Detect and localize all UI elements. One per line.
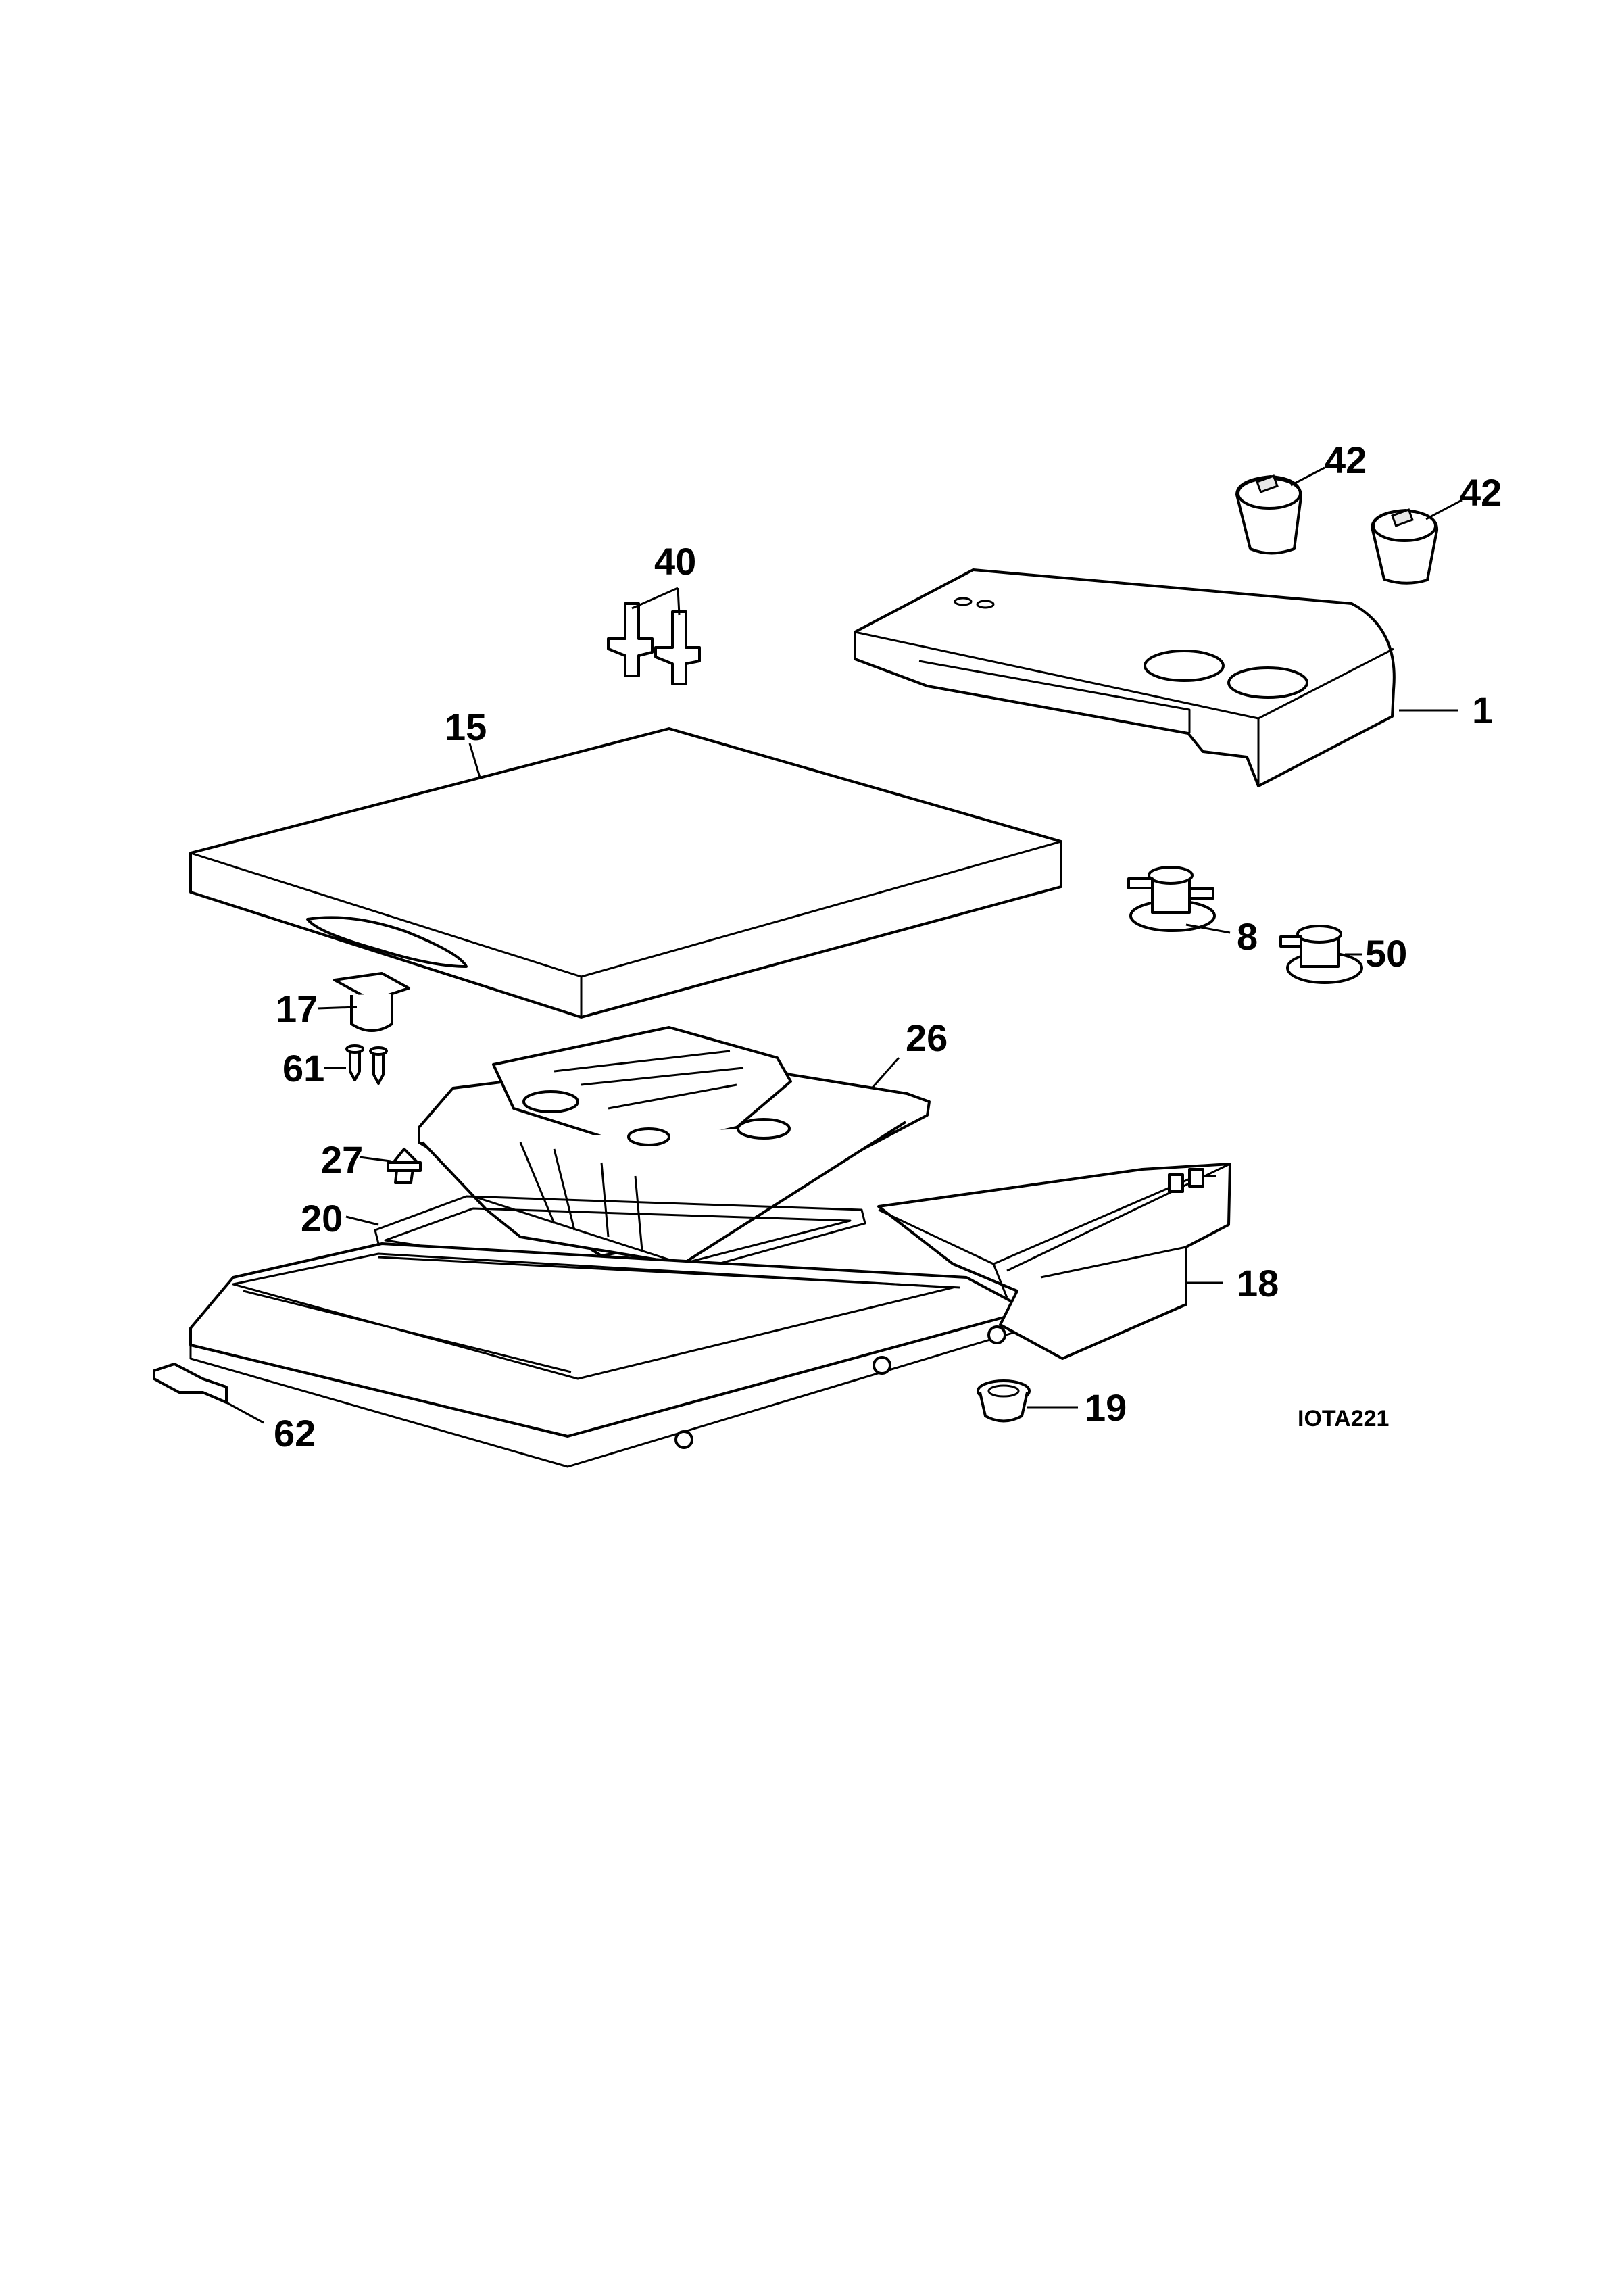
callout-61: 61	[282, 1047, 324, 1090]
part-18-drawer-channel	[877, 1163, 1231, 1360]
callout-40: 40	[654, 540, 696, 583]
callout-labels: 42 42 40 1 15 8 50 17 61 26 27 20 18 19 …	[274, 439, 1502, 1455]
part-40-clip-pair	[607, 602, 701, 685]
callout-27: 27	[321, 1138, 363, 1181]
callout-20: 20	[301, 1197, 343, 1240]
callout-19: 19	[1085, 1386, 1127, 1429]
callout-42-lower: 42	[1460, 471, 1502, 514]
callout-17: 17	[276, 987, 318, 1030]
part-8-valve	[1127, 866, 1216, 932]
callout-15: 15	[445, 706, 487, 748]
part-26-dispenser	[418, 1026, 931, 1265]
part-42-knob-a	[1235, 474, 1302, 555]
part-17-hinge-bracket	[333, 972, 410, 1032]
part-42-knob-b	[1371, 508, 1439, 585]
part-15-lid	[189, 727, 1062, 1019]
part-19-grommet	[977, 1379, 1031, 1423]
part-1-control-panel	[854, 568, 1396, 787]
callout-26: 26	[906, 1017, 948, 1059]
callout-50: 50	[1365, 932, 1407, 975]
callout-1: 1	[1472, 689, 1493, 731]
part-62-bracket	[153, 1363, 228, 1404]
part-27-clip	[387, 1148, 422, 1184]
drawing-code: IOTA221	[1298, 1406, 1389, 1432]
part-50-valve	[1279, 925, 1363, 984]
callout-62: 62	[274, 1412, 316, 1455]
callout-18: 18	[1237, 1262, 1279, 1304]
callout-42-upper: 42	[1325, 439, 1367, 481]
callout-8: 8	[1237, 915, 1258, 958]
part-61-screws	[345, 1044, 388, 1085]
leader-lines	[226, 466, 1463, 1424]
